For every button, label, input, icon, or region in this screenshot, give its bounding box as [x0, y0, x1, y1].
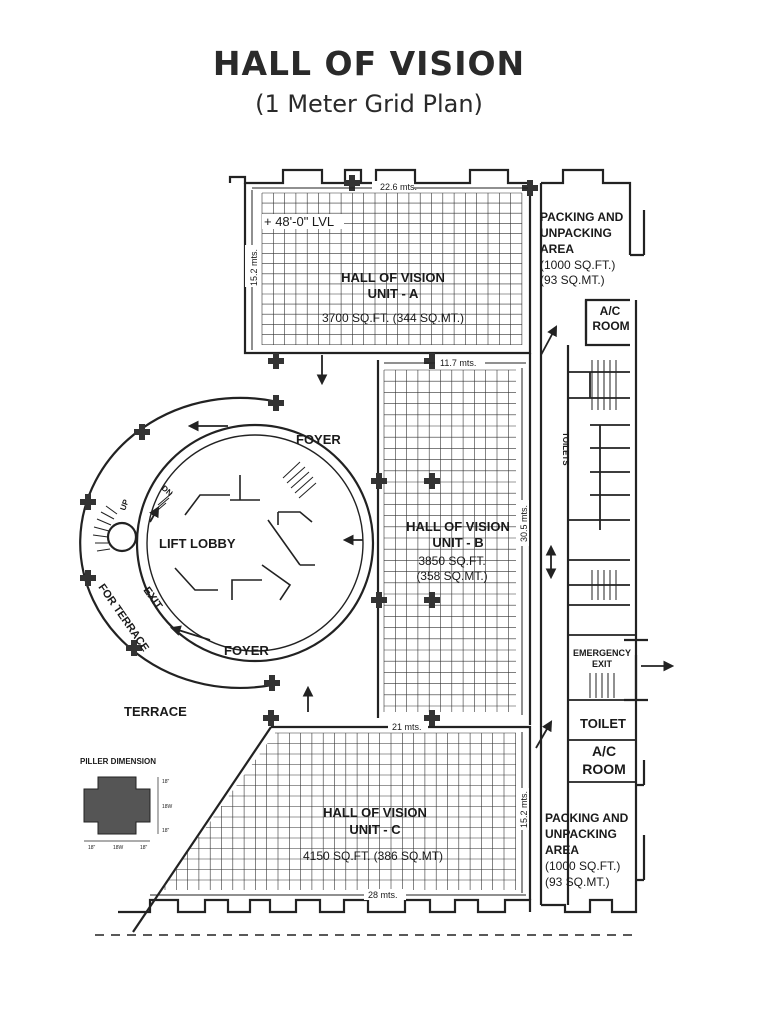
foyer-bottom-label: FOYER [224, 643, 269, 658]
stair-up-label: UP [118, 498, 130, 512]
unit-b-width-dim: 11.7 mts. [440, 358, 476, 368]
svg-text:(1000 SQ.FT.): (1000 SQ.FT.) [545, 859, 620, 873]
unit-b-unit: UNIT - B [432, 535, 483, 550]
pillar-dimension-detail: PILLER DIMENSION 18" 18W 18" 18" 18W 18" [80, 757, 173, 851]
unit-b-grid [383, 369, 516, 712]
svg-text:18": 18" [162, 779, 170, 785]
unit-a-unit: UNIT - A [368, 286, 419, 301]
foyer-stairs [92, 461, 317, 552]
unit-a-height-dim: 15.2 mts. [249, 249, 259, 286]
svg-text:18W: 18W [162, 804, 173, 810]
svg-text:AREA: AREA [540, 242, 574, 256]
pillar-dim-title: PILLER DIMENSION [80, 757, 156, 766]
svg-text:ROOM: ROOM [592, 319, 629, 333]
svg-text:18": 18" [88, 845, 96, 851]
svg-text:18W: 18W [113, 845, 124, 851]
svg-text:(93 SQ.MT.): (93 SQ.MT.) [545, 875, 610, 889]
svg-text:EXIT: EXIT [592, 659, 613, 669]
unit-b-area-sqft: 3850 SQ.FT. [418, 554, 485, 568]
svg-text:PACKING AND: PACKING AND [545, 811, 629, 825]
exit-label: EXIT [141, 585, 165, 612]
pillar-shape [83, 776, 151, 835]
foyer-circle [79, 396, 375, 689]
unit-c-bottom-dim: 28 mts. [368, 890, 398, 900]
page-subtitle: (1 Meter Grid Plan) [255, 90, 483, 118]
svg-text:EMERGENCY: EMERGENCY [573, 648, 631, 658]
unit-b-area-sqm: (358 SQ.MT.) [416, 569, 487, 583]
stair-dn-label: DN [160, 484, 175, 498]
unit-c-unit: UNIT - C [349, 822, 401, 837]
ac-room-bottom: A/C ROOM [582, 743, 626, 777]
svg-text:UNPACKING: UNPACKING [540, 226, 612, 240]
packing-area-bottom: PACKING AND UNPACKING AREA (1000 SQ.FT.)… [545, 811, 629, 889]
unit-a-area: 3700 SQ.FT. (344 SQ.MT.) [322, 311, 464, 325]
svg-text:A/C: A/C [600, 304, 621, 318]
toilets-label: TOILETS [561, 432, 570, 466]
toilets-block [568, 371, 636, 783]
svg-text:(93 SQ.MT.): (93 SQ.MT.) [540, 273, 605, 287]
ac-room-top: A/C ROOM [592, 304, 629, 333]
page-title: HALL OF VISION [212, 44, 526, 83]
unit-b-height-dim: 30.5 mts. [519, 505, 529, 542]
foyer-top-label: FOYER [296, 432, 341, 447]
unit-c-top-dim: 21 mts. [392, 722, 422, 732]
direction-arrows [149, 325, 675, 749]
svg-text:18": 18" [162, 828, 170, 834]
lift-lobby-interior [174, 475, 315, 601]
packing-area-top: PACKING AND UNPACKING AREA (1000 SQ.FT.)… [540, 210, 624, 287]
lift-lobby-label: LIFT LOBBY [159, 536, 236, 551]
unit-a-grid [261, 192, 523, 345]
dim-labels: 22.6 mts. 15.2 mts. 11.7 mts. 30.5 mts. … [245, 181, 529, 900]
svg-text:ROOM: ROOM [582, 761, 626, 777]
svg-text:18": 18" [140, 845, 148, 851]
unit-c-grid [164, 732, 516, 890]
stair-treads-right [589, 360, 617, 698]
unit-c-height-dim: 15.2 mts. [519, 791, 529, 828]
unit-c-name: HALL OF VISION [323, 805, 427, 820]
terrace-label: TERRACE [124, 704, 187, 719]
svg-text:UNPACKING: UNPACKING [545, 827, 617, 841]
svg-text:(1000 SQ.FT.): (1000 SQ.FT.) [540, 258, 615, 272]
unit-a-level: + 48'-0" LVL [264, 214, 334, 229]
svg-text:A/C: A/C [592, 743, 616, 759]
unit-a-width-dim: 22.6 mts. [380, 182, 417, 192]
unit-a-name: HALL OF VISION [341, 270, 445, 285]
svg-text:PACKING AND: PACKING AND [540, 210, 624, 224]
unit-c-area: 4150 SQ.FT. (386 SQ.MT) [303, 849, 443, 863]
unit-b-name: HALL OF VISION [406, 519, 510, 534]
emergency-exit-label: EMERGENCY EXIT [573, 648, 631, 669]
svg-text:AREA: AREA [545, 843, 579, 857]
toilet-label: TOILET [580, 716, 626, 731]
